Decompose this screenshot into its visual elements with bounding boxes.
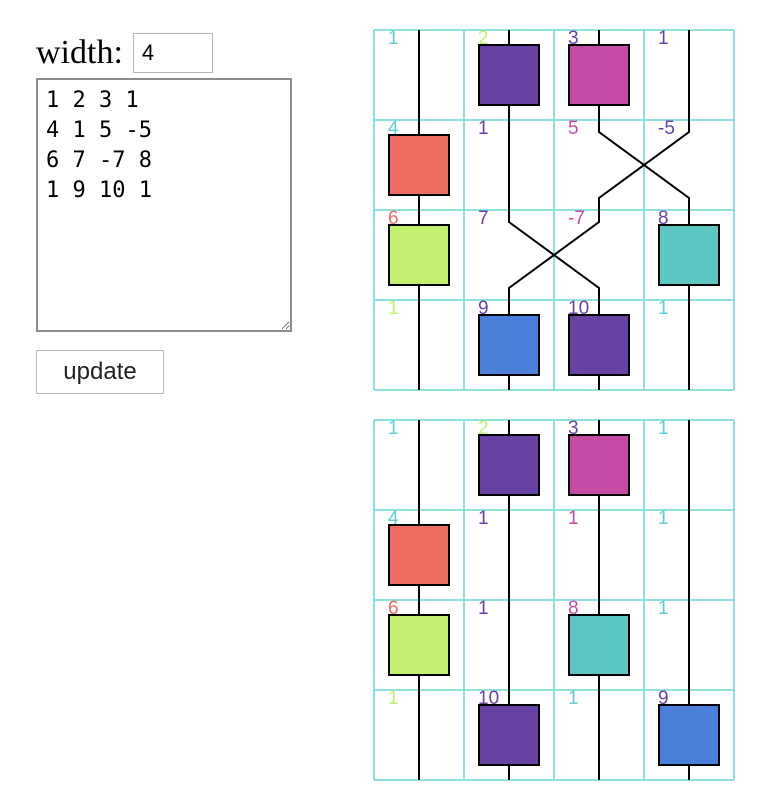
corner-label: 3	[568, 28, 579, 49]
corner-label: 6	[388, 598, 399, 619]
cell-box	[478, 434, 540, 496]
corner-label: 3	[568, 418, 579, 439]
corner-label: 9	[478, 298, 489, 319]
update-button[interactable]: update	[36, 350, 164, 394]
corner-label: 10	[478, 688, 499, 709]
cell-box	[568, 44, 630, 106]
corner-label: 1	[388, 298, 399, 319]
corner-label: 1	[568, 688, 579, 709]
cell-box	[568, 614, 630, 676]
cell-box	[658, 224, 720, 286]
boxes	[388, 44, 720, 376]
corner-label: 8	[658, 208, 669, 229]
controls-panel: width: 1 2 3 1 4 1 5 -5 6 7 -7 8 1 9 10 …	[36, 30, 292, 394]
width-label: width:	[36, 34, 123, 71]
width-input[interactable]	[132, 33, 213, 73]
grid-lines	[373, 419, 735, 781]
corner-label: 2	[478, 28, 489, 49]
corner-label: 1	[658, 28, 669, 49]
cell-box	[388, 134, 450, 196]
cell-box	[388, 524, 450, 586]
corner-label: 4	[388, 508, 399, 529]
corner-label: 1	[568, 508, 579, 529]
corner-label: 7	[478, 208, 489, 229]
corner-label: 5	[568, 118, 579, 139]
corner-label: 2	[478, 418, 489, 439]
cell-box	[388, 614, 450, 676]
cell-box	[478, 314, 540, 376]
cell-box	[568, 434, 630, 496]
crossing-wire	[598, 120, 690, 210]
grid-lines	[373, 29, 735, 391]
corner-label: 9	[658, 688, 669, 709]
corner-label: -7	[568, 208, 585, 229]
corner-label: 1	[478, 508, 489, 529]
cell-box	[568, 314, 630, 376]
corner-label: 6	[388, 208, 399, 229]
cell-box	[478, 44, 540, 106]
corner-label: 1	[658, 418, 669, 439]
corner-label: 1	[658, 298, 669, 319]
width-row: width:	[36, 30, 292, 76]
corner-label: 10	[568, 298, 589, 319]
corner-label: 4	[388, 118, 399, 139]
crossing-wire	[508, 210, 600, 300]
corner-label: 1	[658, 598, 669, 619]
corner-label: 1	[478, 118, 489, 139]
corner-label: 1	[388, 688, 399, 709]
corner-label: 8	[568, 598, 579, 619]
cell-box	[388, 224, 450, 286]
boxes	[388, 434, 720, 766]
corner-label: -5	[658, 118, 675, 139]
corner-label: 1	[388, 418, 399, 439]
cell-box	[478, 704, 540, 766]
corner-label: 1	[388, 28, 399, 49]
corner-label: 1	[478, 598, 489, 619]
cells-textarea[interactable]: 1 2 3 1 4 1 5 -5 6 7 -7 8 1 9 10 1	[36, 78, 292, 332]
cell-box	[658, 704, 720, 766]
corner-label: 1	[658, 508, 669, 529]
